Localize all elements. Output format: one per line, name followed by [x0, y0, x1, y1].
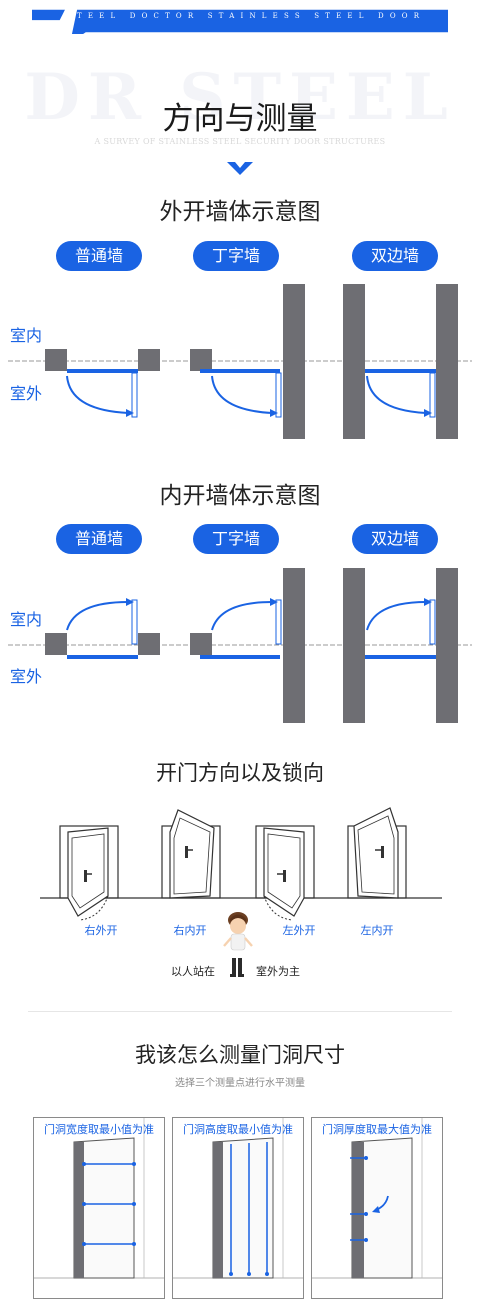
outward-tag-double-wall: 双边墙	[352, 241, 438, 271]
section-divider	[28, 1011, 452, 1012]
measure-section-subtitle: 选择三个测量点进行水平测量	[175, 1078, 305, 1089]
outward-indoor-label: 室内	[10, 326, 43, 345]
person-figure-icon	[223, 912, 253, 951]
inward-tag-double-wall: 双边墙	[352, 524, 438, 554]
thickness-measure-illustration	[312, 1118, 442, 1279]
measure-section-title: 我该怎么测量门洞尺寸	[135, 1043, 345, 1067]
inward-tag-t-wall: 丁字墙	[193, 524, 279, 554]
page-title: 方向与测量	[162, 101, 318, 137]
page-subtitle: A SURVEY OF STAINLESS STEEL SECURITY DOO…	[94, 137, 386, 146]
outward-outdoor-label: 室外	[10, 384, 43, 403]
outward-tag-t-wall: 丁字墙	[193, 241, 279, 271]
person-legs-icon	[230, 958, 244, 977]
door-direction-diagram	[40, 807, 442, 921]
door-label-right-inward: 右内开	[173, 924, 207, 937]
measure-panel-width-label: 门洞宽度取最小值为准	[44, 1123, 154, 1136]
door-left-inward-icon	[347, 807, 407, 899]
door-label-right-outward: 右外开	[84, 924, 118, 937]
background-watermark-word: DR STEEL	[24, 60, 456, 135]
door-right-outward-icon	[59, 825, 119, 921]
measure-panel-width: 门洞宽度取最小值为准	[33, 1117, 165, 1299]
inward-tag-normal-wall: 普通墙	[56, 524, 142, 554]
door-right-inward-icon	[161, 809, 221, 899]
door-label-left-inward: 左内开	[360, 924, 394, 937]
door-left-outward-icon	[255, 825, 315, 921]
inward-indoor-label: 室内	[10, 610, 43, 629]
outward-wall-diagram	[8, 284, 472, 439]
height-measure-illustration	[173, 1118, 303, 1279]
measure-panel-thickness: 门洞厚度取最大值为准	[311, 1117, 443, 1299]
inward-outdoor-label: 室外	[10, 667, 43, 686]
measure-panel-height: 门洞高度取最小值为准	[172, 1117, 304, 1299]
brand-line: STEEL DOCTOR STAINLESS STEEL DOOR	[66, 12, 426, 20]
measure-panel-height-label: 门洞高度取最小值为准	[183, 1123, 293, 1136]
width-measure-illustration	[34, 1118, 164, 1279]
outward-section-title: 外开墙体示意图	[159, 199, 321, 225]
door-label-left-outward: 左外开	[282, 924, 316, 937]
stand-prefix-text: 以人站在	[171, 965, 215, 978]
opening-section-title: 开门方向以及锁向	[156, 761, 324, 785]
inward-wall-diagram	[8, 568, 472, 723]
chevron-down-icon	[227, 162, 253, 175]
outward-tag-normal-wall: 普通墙	[56, 241, 142, 271]
stand-suffix-text: 室外为主	[256, 965, 300, 978]
inward-section-title: 内开墙体示意图	[159, 483, 321, 509]
header-ribbon	[32, 9, 448, 34]
measure-panel-thickness-label: 门洞厚度取最大值为准	[322, 1123, 432, 1136]
